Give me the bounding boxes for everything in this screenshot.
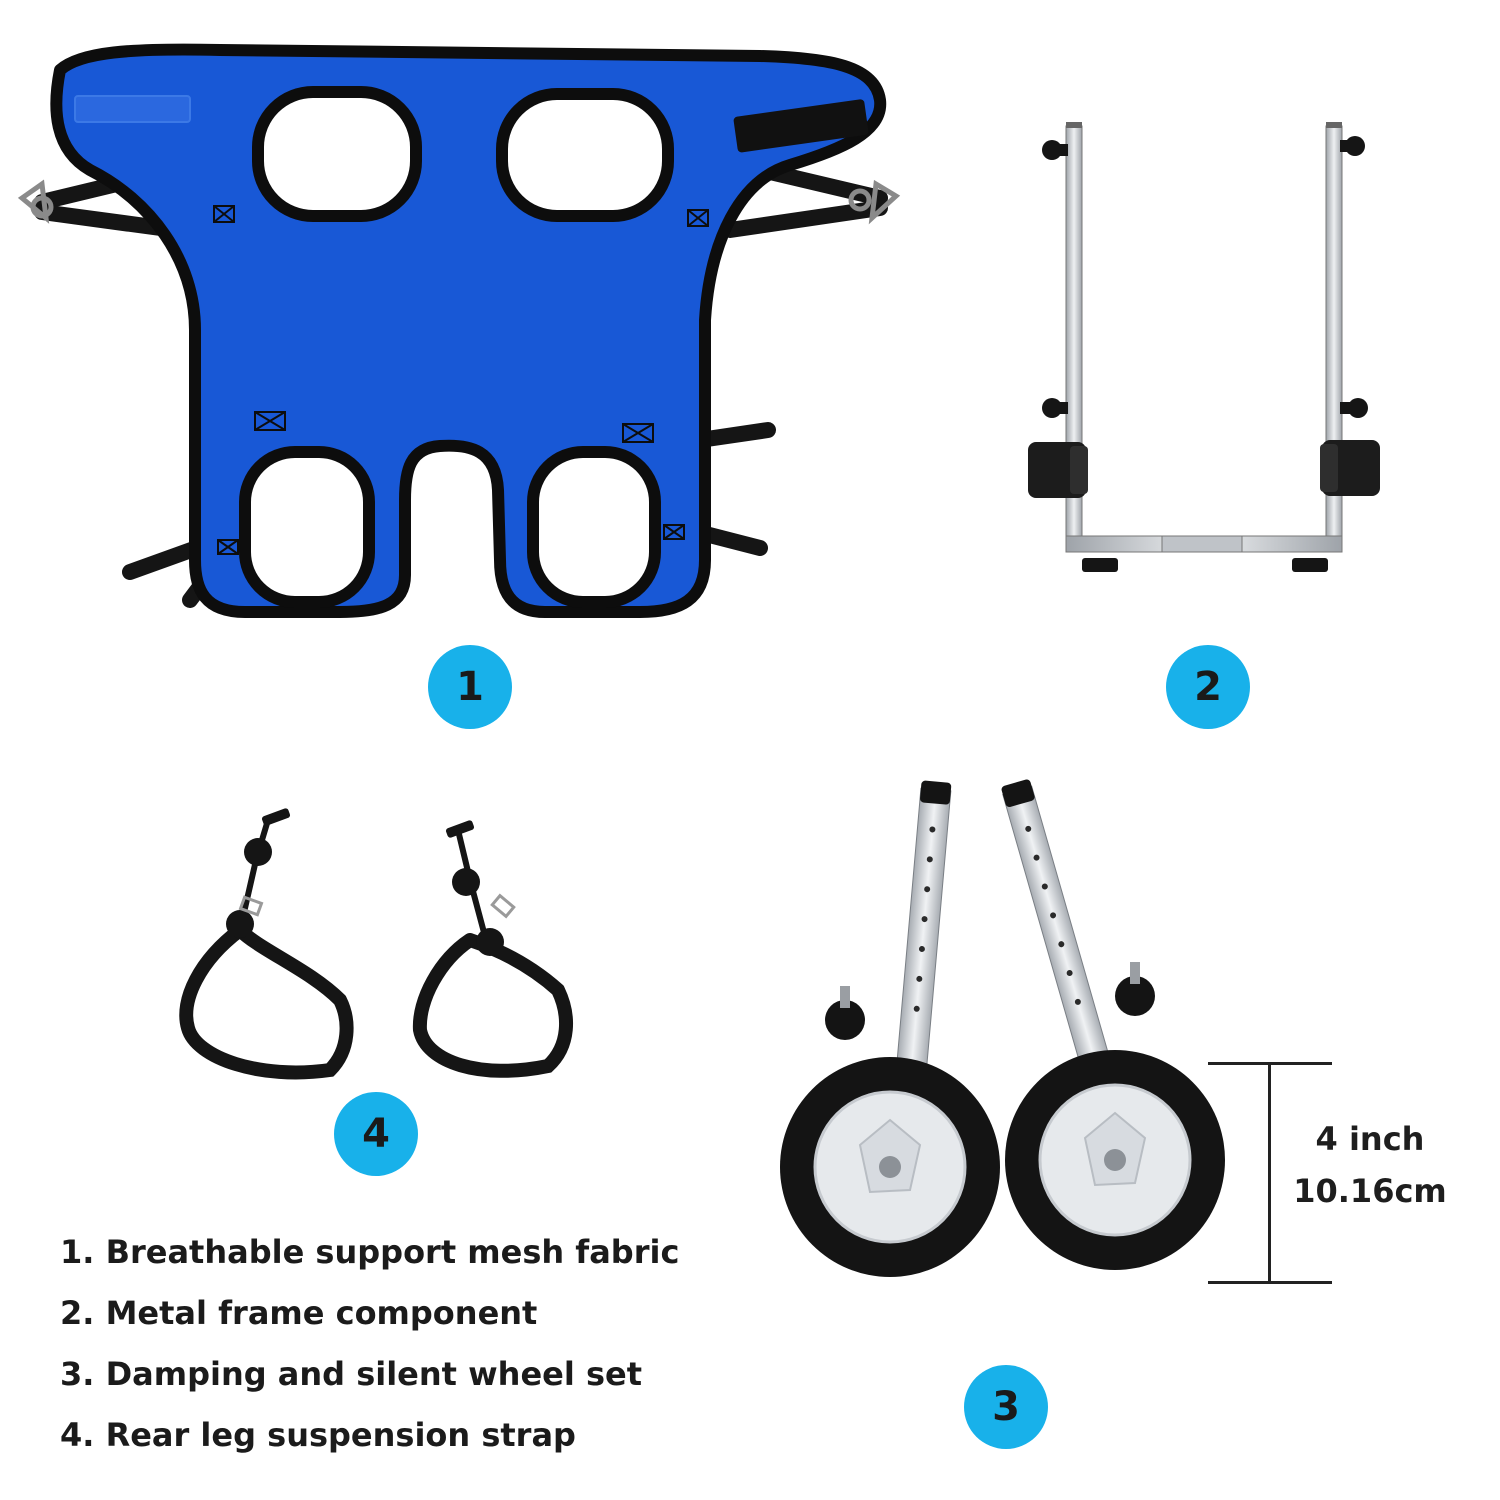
metal-frame-icon <box>980 90 1440 610</box>
dimension-inch-label: 4 inch <box>1315 1120 1425 1158</box>
suspension-strap-icon <box>140 790 620 1110</box>
wheel-dimension-bracket <box>1208 1062 1332 1284</box>
legend-item-1: 1. Breathable support mesh fabric <box>60 1233 680 1271</box>
product-3-badge: 3 <box>964 1365 1048 1449</box>
legend-item-2: 2. Metal frame component <box>60 1294 538 1332</box>
product-2-badge: 2 <box>1166 645 1250 729</box>
dimension-bottom-line <box>1208 1281 1332 1284</box>
legend-item-4: 4. Rear leg suspension strap <box>60 1416 576 1454</box>
product-1-badge: 1 <box>428 645 512 729</box>
dimension-vertical-line <box>1268 1062 1271 1284</box>
product-4-badge: 4 <box>334 1092 418 1176</box>
dimension-cm-label: 10.16cm <box>1293 1172 1447 1210</box>
component-legend: 1. Breathable support mesh fabric 2. Met… <box>60 1222 679 1466</box>
harness-vest-icon <box>0 0 920 650</box>
wheel-set-icon <box>760 760 1480 1320</box>
legend-item-3: 3. Damping and silent wheel set <box>60 1355 642 1393</box>
